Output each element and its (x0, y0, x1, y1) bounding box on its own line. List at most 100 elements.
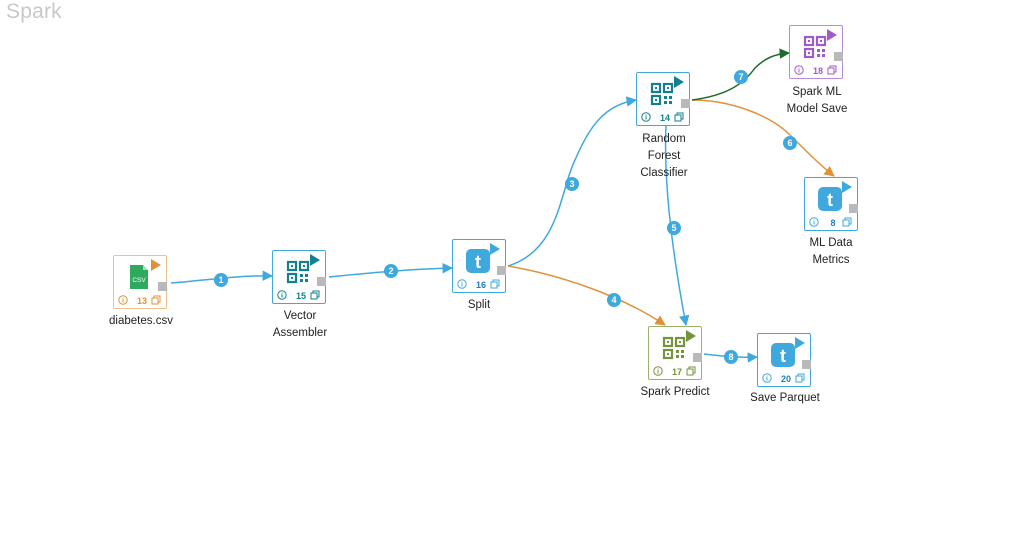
node-id: 17 (671, 367, 682, 377)
output-port[interactable] (681, 99, 690, 108)
t-block-icon: t (818, 187, 842, 211)
edge-4[interactable]: 4 (507, 265, 666, 326)
node-label-line: Split (467, 299, 491, 311)
info-icon[interactable] (118, 295, 128, 305)
node-label-line: Model Save (786, 103, 848, 115)
node-spark-ml-model-save[interactable]: 18 (789, 25, 843, 79)
info-icon[interactable] (809, 217, 819, 227)
qr-transformer-icon (286, 260, 310, 284)
node-id: 8 (830, 218, 836, 228)
t-icon-text: t (475, 252, 481, 272)
edge-7[interactable]: 7 (691, 48, 791, 101)
edge-badge-3 (565, 177, 579, 191)
node-label-spark-predict: Spark Predict (620, 384, 730, 401)
node-vector-assembler[interactable]: 15 (272, 250, 326, 304)
qr-transformer-icon (662, 336, 686, 360)
copy-icon[interactable] (686, 366, 696, 376)
node-label-line: Metrics (812, 254, 850, 266)
output-port[interactable] (834, 52, 843, 61)
run-icon[interactable] (794, 337, 806, 349)
node-label-line: Spark Predict (640, 386, 710, 398)
copy-icon[interactable] (674, 112, 684, 122)
edge-label-5: 5 (671, 223, 676, 233)
node-id: 14 (659, 113, 670, 123)
node-label-line: ML Data (809, 237, 853, 249)
run-icon[interactable] (150, 259, 162, 271)
node-label-line: diabetes.csv (109, 315, 173, 327)
t-block-icon: t (466, 249, 490, 273)
node-label-line: Vector (283, 310, 317, 322)
run-icon[interactable] (826, 29, 838, 41)
node-id: 13 (136, 296, 147, 306)
output-port[interactable] (158, 282, 167, 291)
copy-icon[interactable] (151, 295, 161, 305)
csv-file-icon: CSV (130, 265, 148, 289)
qr-transformer-icon (803, 35, 827, 59)
edge-badge-1 (214, 273, 228, 287)
node-label-line: Random (642, 133, 686, 145)
edge-6[interactable]: 6 (691, 99, 835, 177)
t-block-icon: t (771, 343, 795, 367)
node-random-forest[interactable]: 14 (636, 72, 690, 126)
output-port[interactable] (693, 353, 702, 362)
copy-icon[interactable] (310, 290, 320, 300)
edge-label-1: 1 (218, 275, 223, 285)
run-icon[interactable] (685, 330, 697, 342)
copy-icon[interactable] (842, 217, 852, 227)
node-diabetes-csv[interactable]: CSV 13 (113, 255, 167, 309)
info-icon[interactable] (277, 290, 287, 300)
edge-badge-5 (667, 221, 681, 235)
info-icon[interactable] (457, 279, 467, 289)
edge-label-4: 4 (611, 295, 616, 305)
node-save-parquet[interactable]: t 20 (757, 333, 811, 387)
output-port[interactable] (317, 277, 326, 286)
node-label-save-parquet: Save Parquet (730, 390, 840, 407)
run-icon[interactable] (489, 243, 501, 255)
edge-1[interactable]: 1 (170, 270, 274, 287)
node-label-line: Forest (647, 150, 681, 162)
edge-badge-4 (607, 293, 621, 307)
edge-2[interactable]: 2 (328, 262, 454, 278)
copy-icon[interactable] (490, 279, 500, 289)
edge-badge-6 (783, 136, 797, 150)
node-id: 16 (475, 280, 486, 290)
node-label-split: Split (424, 297, 534, 314)
run-icon[interactable] (673, 76, 685, 88)
node-id: 15 (295, 291, 306, 301)
node-spark-predict[interactable]: 17 (648, 326, 702, 380)
t-icon-text: t (827, 190, 833, 210)
info-icon[interactable] (641, 112, 651, 122)
info-icon[interactable] (762, 373, 772, 383)
node-label-line: Assembler (272, 327, 328, 339)
node-id: 20 (780, 374, 791, 384)
t-icon-text: t (780, 346, 786, 366)
edge-label-7: 7 (738, 72, 743, 82)
edge-8[interactable]: 8 (703, 350, 759, 364)
node-label-random-forest: Random Forest Classifier (609, 131, 719, 182)
canvas-title: Spark (6, 0, 62, 23)
node-label-line: Spark ML (792, 86, 842, 98)
node-label-line: Classifier (640, 167, 688, 179)
node-label-spark-ml-model-save: Spark ML Model Save (762, 84, 872, 118)
edge-3[interactable]: 3 (507, 96, 638, 267)
node-label-vector-assembler: Vector Assembler (245, 308, 355, 342)
run-icon[interactable] (841, 181, 853, 193)
output-port[interactable] (497, 266, 506, 275)
info-icon[interactable] (653, 366, 663, 376)
edge-label-3: 3 (569, 179, 574, 189)
output-port[interactable] (849, 204, 858, 213)
node-ml-data-metrics[interactable]: t 8 (804, 177, 858, 231)
copy-icon[interactable] (827, 65, 837, 75)
output-port[interactable] (802, 360, 811, 369)
edge-label-2: 2 (388, 266, 393, 276)
node-split[interactable]: t 16 (452, 239, 506, 293)
node-label-ml-data-metrics: ML Data Metrics (776, 235, 886, 269)
edge-label-6: 6 (787, 138, 792, 148)
edge-5[interactable]: 5 (664, 125, 690, 327)
info-icon[interactable] (794, 65, 804, 75)
edge-badge-8 (724, 350, 738, 364)
run-icon[interactable] (309, 254, 321, 266)
copy-icon[interactable] (795, 373, 805, 383)
node-label-diabetes-csv: diabetes.csv (86, 313, 196, 330)
